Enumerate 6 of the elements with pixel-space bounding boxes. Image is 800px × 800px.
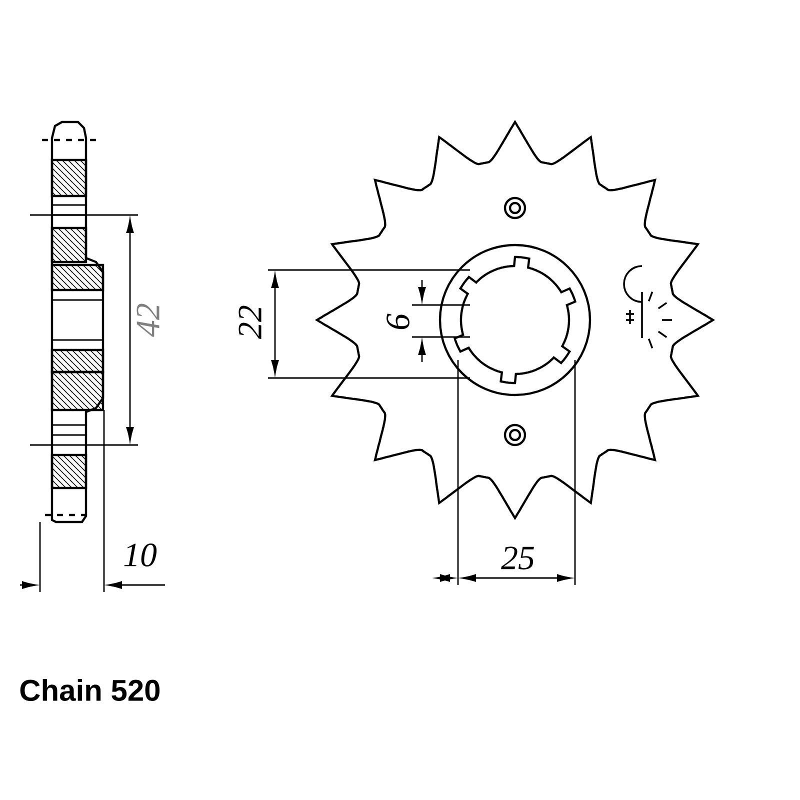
dimension-label: 6 bbox=[386, 314, 410, 330]
dimension-label: 42 bbox=[136, 304, 160, 337]
dimension-label: 10 bbox=[124, 544, 157, 566]
dimension-label: 22 bbox=[238, 306, 262, 339]
chain-label: Chain 520 bbox=[20, 679, 160, 702]
dimension-label: 25 bbox=[501, 546, 534, 570]
